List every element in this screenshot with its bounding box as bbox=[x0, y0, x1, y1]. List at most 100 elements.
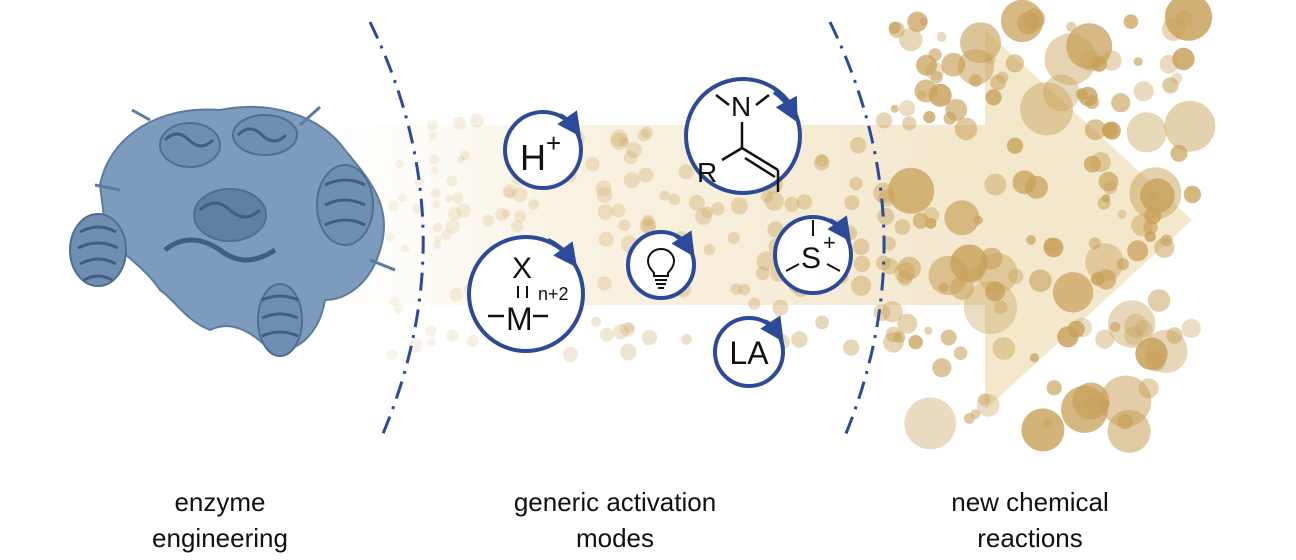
particle bbox=[930, 71, 943, 84]
particle bbox=[984, 173, 1007, 196]
particle bbox=[908, 335, 923, 350]
particle bbox=[1052, 272, 1094, 313]
particle bbox=[925, 61, 945, 81]
particle bbox=[528, 199, 539, 211]
particle bbox=[907, 11, 928, 32]
particle bbox=[457, 155, 465, 164]
particle bbox=[966, 267, 983, 284]
particle bbox=[620, 322, 635, 337]
particle bbox=[1133, 81, 1154, 102]
particle bbox=[1181, 318, 1201, 338]
proton-charge: + bbox=[546, 128, 561, 158]
particle bbox=[1166, 327, 1183, 344]
particle bbox=[943, 112, 957, 125]
particle bbox=[990, 74, 1006, 91]
particle bbox=[711, 202, 725, 216]
particle bbox=[954, 117, 978, 141]
particle bbox=[388, 200, 399, 212]
particle bbox=[695, 208, 712, 225]
particle bbox=[1021, 408, 1065, 452]
particle bbox=[1171, 72, 1183, 84]
particle bbox=[1046, 380, 1062, 396]
particle bbox=[953, 346, 968, 361]
particle bbox=[940, 329, 957, 346]
r-group: R bbox=[697, 157, 717, 188]
particle bbox=[1183, 185, 1202, 204]
particle bbox=[853, 255, 871, 272]
nitrogen-atom: N bbox=[731, 91, 751, 122]
particle bbox=[585, 156, 600, 172]
particle bbox=[893, 331, 906, 343]
metal-oxo-activation-mode: X M n+2 bbox=[467, 235, 585, 353]
particle bbox=[689, 194, 705, 211]
particle bbox=[613, 324, 629, 340]
particle bbox=[936, 31, 947, 42]
particle bbox=[512, 187, 528, 203]
particle bbox=[844, 195, 860, 211]
particle bbox=[642, 214, 654, 227]
particle bbox=[1029, 269, 1052, 293]
particle bbox=[482, 214, 495, 227]
particle bbox=[1124, 326, 1143, 346]
particle bbox=[1129, 167, 1182, 220]
particle bbox=[623, 150, 638, 165]
particle bbox=[425, 325, 437, 337]
particle bbox=[888, 21, 905, 38]
particle bbox=[414, 176, 425, 187]
particle bbox=[760, 190, 773, 203]
particle bbox=[1061, 385, 1108, 433]
caption-new-chemical-reactions: new chemical reactions bbox=[951, 487, 1109, 553]
particle bbox=[1102, 122, 1118, 138]
caption-generic-activation-modes: generic activation modes bbox=[513, 487, 717, 553]
particle bbox=[610, 129, 628, 147]
particle bbox=[446, 329, 459, 342]
particle bbox=[681, 333, 692, 345]
particle bbox=[1124, 313, 1148, 338]
particle bbox=[756, 251, 777, 271]
particle bbox=[1080, 49, 1102, 72]
particle bbox=[791, 331, 808, 348]
particle bbox=[678, 164, 694, 180]
particle bbox=[1029, 353, 1039, 363]
particle bbox=[619, 136, 630, 147]
particle bbox=[938, 282, 949, 293]
particle bbox=[1098, 171, 1119, 192]
particle bbox=[446, 175, 458, 187]
protein-structure-icon bbox=[69, 105, 396, 357]
particle bbox=[897, 256, 921, 280]
lightbulb-icon bbox=[646, 247, 676, 289]
particle bbox=[430, 188, 441, 199]
metal-symbol: M bbox=[506, 301, 533, 337]
particle bbox=[1111, 93, 1131, 113]
particle bbox=[1066, 23, 1113, 70]
particle bbox=[944, 200, 980, 236]
particle bbox=[432, 200, 441, 209]
particle bbox=[1044, 33, 1097, 86]
particle bbox=[764, 191, 784, 211]
particle bbox=[625, 142, 642, 158]
particle bbox=[1164, 0, 1213, 41]
particle bbox=[1127, 240, 1149, 262]
particle bbox=[1110, 321, 1121, 333]
particle bbox=[928, 83, 952, 107]
particle bbox=[849, 176, 863, 191]
particle bbox=[1123, 14, 1139, 29]
particle bbox=[703, 244, 716, 256]
particle bbox=[1084, 155, 1101, 173]
enamine-activation-mode: N R bbox=[684, 77, 802, 195]
particle bbox=[637, 129, 651, 142]
particle bbox=[395, 159, 404, 169]
sulfonium-charge: + bbox=[823, 230, 836, 255]
particle bbox=[924, 326, 933, 335]
particle bbox=[1012, 170, 1037, 195]
particle bbox=[1020, 82, 1074, 136]
particle bbox=[385, 232, 395, 242]
particle bbox=[610, 132, 629, 151]
particle bbox=[963, 413, 975, 424]
particle bbox=[562, 347, 578, 363]
particle bbox=[1135, 337, 1168, 370]
particle bbox=[904, 397, 957, 450]
particle bbox=[1103, 181, 1118, 195]
particle bbox=[748, 297, 761, 310]
